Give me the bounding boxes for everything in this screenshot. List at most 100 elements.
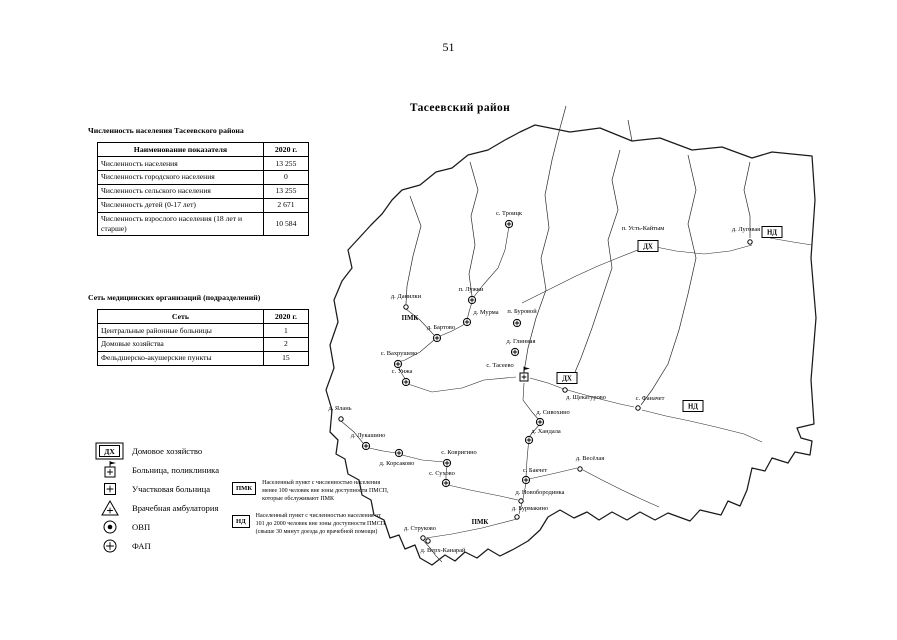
settlement-marker: д. Струково xyxy=(404,525,436,541)
settlement-label: д. Сивохино xyxy=(536,409,569,416)
map-roads xyxy=(340,225,813,563)
tag-label: ДХ xyxy=(643,244,653,251)
row-value: 15 xyxy=(262,350,310,366)
column-header: Наименование показателя xyxy=(97,141,264,158)
settlement-dot-icon xyxy=(562,387,568,393)
nd-tag-box xyxy=(682,400,704,412)
tag-label: НД xyxy=(688,404,698,411)
column-header: 2020 г. xyxy=(262,141,310,158)
settlement-marker: с. Унжа xyxy=(392,368,413,387)
settlement-marker: п. Лужки xyxy=(459,286,484,305)
settlement-label: д. Глинная xyxy=(507,338,536,345)
settlement-marker: с. Троицк xyxy=(496,210,523,229)
settlement-marker: д. Мурма xyxy=(462,309,499,327)
column-header: Сеть xyxy=(97,308,264,325)
settlement-label: д. Корсаково xyxy=(380,460,415,467)
settlement-label: д. Весёлая xyxy=(576,455,604,462)
table-row: Численность детей (0-17 лет)2 671 xyxy=(97,197,310,213)
row-value: 2 xyxy=(262,336,310,352)
settlement-marker: д. Верх-Канарай xyxy=(421,538,466,554)
settlement-label: д. Бурмакино xyxy=(512,505,548,512)
settlement-label: с. Ковригино xyxy=(441,449,476,456)
settlement-dot-icon xyxy=(420,535,426,541)
row-label: Домовые хозяйства xyxy=(97,336,264,352)
settlement-dot-icon xyxy=(518,498,524,504)
row-value: 13 255 xyxy=(262,183,310,199)
settlement-label: с. Троицк xyxy=(496,210,523,217)
row-label: Численность населения xyxy=(97,156,264,171)
settlement-marker: с. Бакчет xyxy=(521,467,547,485)
row-value: 0 xyxy=(262,169,310,185)
legend-item-label: Врачебная амбулатория xyxy=(132,502,219,513)
note-text: Населенный пункт с численностью населени… xyxy=(262,480,389,503)
map-rivers xyxy=(405,105,751,406)
legend-item-label: ОВП xyxy=(132,521,151,532)
table-row: Численность взрослого населения (18 лет … xyxy=(97,211,310,237)
map-boundary xyxy=(325,124,817,566)
row-label: Фельдшерско-акушерские пункты xyxy=(97,350,264,366)
legend-item-label: Участковая больница xyxy=(132,483,211,494)
population-heading: Численность населения Тасеевского района xyxy=(88,126,244,135)
settlement-label: д. Лукашино xyxy=(351,432,386,439)
settlement-dot-icon xyxy=(635,405,641,411)
row-label: Численность сельского населения xyxy=(97,183,264,199)
row-label: Численность взрослого населения (18 лет … xyxy=(97,211,264,237)
settlement-dot-icon xyxy=(338,416,344,422)
settlement-dot-icon xyxy=(577,466,583,472)
settlement-label: с. Сухово xyxy=(429,470,455,477)
settlement-label: д. Бартово xyxy=(427,324,455,331)
legend-item-label: ФАП xyxy=(132,540,151,551)
settlement-label: с. Вахрушево xyxy=(381,350,418,357)
settlement-label: п. Буровой xyxy=(507,308,537,315)
tag-label: НД xyxy=(767,230,777,237)
settlement-marker: д. Корсаково xyxy=(380,448,415,467)
settlement-label: с. Унжа xyxy=(392,368,413,375)
hospital-icon xyxy=(104,460,116,477)
settlement-marker: п. Буровой xyxy=(507,308,537,328)
row-value: 1 xyxy=(262,323,310,338)
settlement-label: с. Бакчет xyxy=(523,467,547,474)
settlement-label: д. Данилки xyxy=(391,293,422,300)
legend-item-label: Больница, поликлиника xyxy=(132,464,220,475)
ambulatoria-icon xyxy=(101,499,119,515)
settlement-label: п. Усть-Кайтым xyxy=(622,225,665,232)
settlement-marker: д. Глинная xyxy=(507,338,536,357)
settlement-label: д. Струково xyxy=(404,525,436,532)
settlement-dot-icon xyxy=(747,239,753,245)
settlement-dot-icon xyxy=(425,538,431,544)
tag-label: ДХ xyxy=(562,376,572,383)
hospital-icon xyxy=(519,366,530,382)
settlement-marker: с. Тасеево xyxy=(486,362,530,382)
settlement-marker: д. Сивохино xyxy=(535,409,570,427)
legend-item: Врачебная амбулатория xyxy=(95,498,255,517)
row-value: 13 255 xyxy=(262,156,310,171)
settlement-marker: д. Весёлая xyxy=(576,455,604,472)
nd-tag-box xyxy=(761,226,783,238)
settlement-marker: д. Хандала xyxy=(524,428,561,445)
pmk-label: ПМК xyxy=(402,315,419,322)
row-label: Численность городского населения xyxy=(97,169,264,185)
map-title: Тасеевский район xyxy=(409,102,511,114)
note-text: Населенный пункт с численностью населени… xyxy=(255,513,386,536)
settlement-label: д. Мурма xyxy=(473,309,498,316)
settlement-marker: с. Вахрушево xyxy=(381,350,418,369)
network-heading: Сеть медицинских организаций (подразделе… xyxy=(88,293,261,302)
settlement-marker: с. Ковригино xyxy=(441,449,477,468)
page-number: 51 xyxy=(442,40,455,54)
settlement-label: с. Тасеево xyxy=(486,362,513,369)
settlement-dot-icon xyxy=(514,514,520,520)
settlement-marker: д. Новобородинка xyxy=(515,489,565,504)
